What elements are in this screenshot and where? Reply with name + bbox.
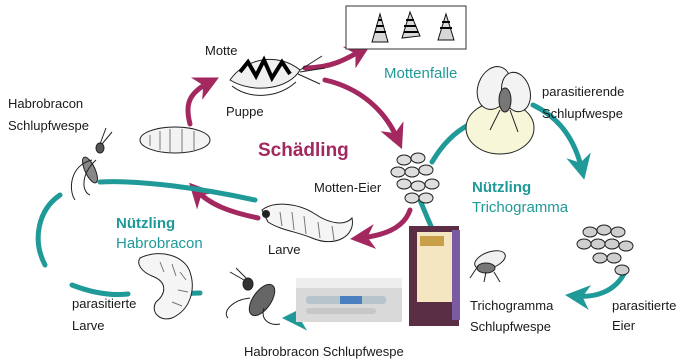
- trichogramma-wasp-illustration: [470, 247, 508, 282]
- label-parasitierte-larve-line1: parasitierte: [72, 296, 136, 311]
- label-parasitierte-larve-line2: Larve: [72, 318, 105, 333]
- habrobracon-wasp-bottom-illustration: [226, 268, 280, 324]
- parasitized-larva-illustration: [139, 254, 193, 319]
- label-puppe: Puppe: [226, 104, 264, 119]
- label-motten-eier: Motten-Eier: [314, 180, 382, 195]
- arrow-motte-to-falle: [305, 50, 362, 68]
- trichogramma-card-photo: [409, 226, 460, 326]
- arrow-habrobracon-bottom-left: [72, 285, 128, 295]
- label-parasitierte-eier-line1: parasitierte: [612, 298, 676, 313]
- arrow-motte-to-eier: [325, 80, 398, 140]
- label-nuetzling-habrobracon-line1: Nützling: [116, 215, 175, 232]
- mottenfalle-image: [346, 6, 466, 49]
- habrobracon-product-photo: [296, 278, 402, 322]
- moth-illustration: [230, 56, 325, 95]
- parasitized-eggs-illustration: [577, 225, 633, 275]
- label-nuetzling-trichogramma-line2: Trichogramma: [472, 199, 569, 216]
- label-trichogramma-schlupfwespe-line2: Schlupfwespe: [470, 319, 551, 334]
- arrow-parasitierte-eier-down: [575, 272, 625, 296]
- label-parasitierte-eier-line2: Eier: [612, 318, 636, 333]
- label-nuetzling-trichogramma-line1: Nützling: [472, 179, 531, 196]
- label-nuetzling-habrobracon-line2: Habrobracon: [116, 235, 203, 252]
- label-parasitierende-line2: Schlupfwespe: [542, 106, 623, 121]
- label-larve: Larve: [268, 242, 301, 257]
- arrow-habrobracon-top: [100, 182, 255, 200]
- arrow-puppe-to-motte: [188, 82, 210, 124]
- trichogramma-on-egg-illustration: [466, 62, 535, 154]
- label-parasitierende-line1: parasitierende: [542, 84, 624, 99]
- pupa-illustration: [140, 127, 210, 153]
- label-trichogramma-schlupfwespe-line1: Trichogramma: [470, 298, 554, 313]
- larva-illustration: [262, 204, 352, 241]
- habrobracon-wasp-illustration: [71, 128, 112, 200]
- arrow-eier-to-larve: [360, 210, 410, 238]
- label-mottenfalle: Mottenfalle: [384, 65, 457, 82]
- label-habrobracon-schlupfwespe-bottom: Habrobracon Schlupfwespe: [244, 344, 404, 359]
- arrow-habrobracon-left: [38, 195, 60, 265]
- label-habrobracon-line1: Habrobracon: [8, 96, 83, 111]
- label-habrobracon-line2: Schlupfwespe: [8, 118, 89, 133]
- label-schaedling: Schädling: [258, 140, 349, 161]
- label-motte: Motte: [205, 43, 238, 58]
